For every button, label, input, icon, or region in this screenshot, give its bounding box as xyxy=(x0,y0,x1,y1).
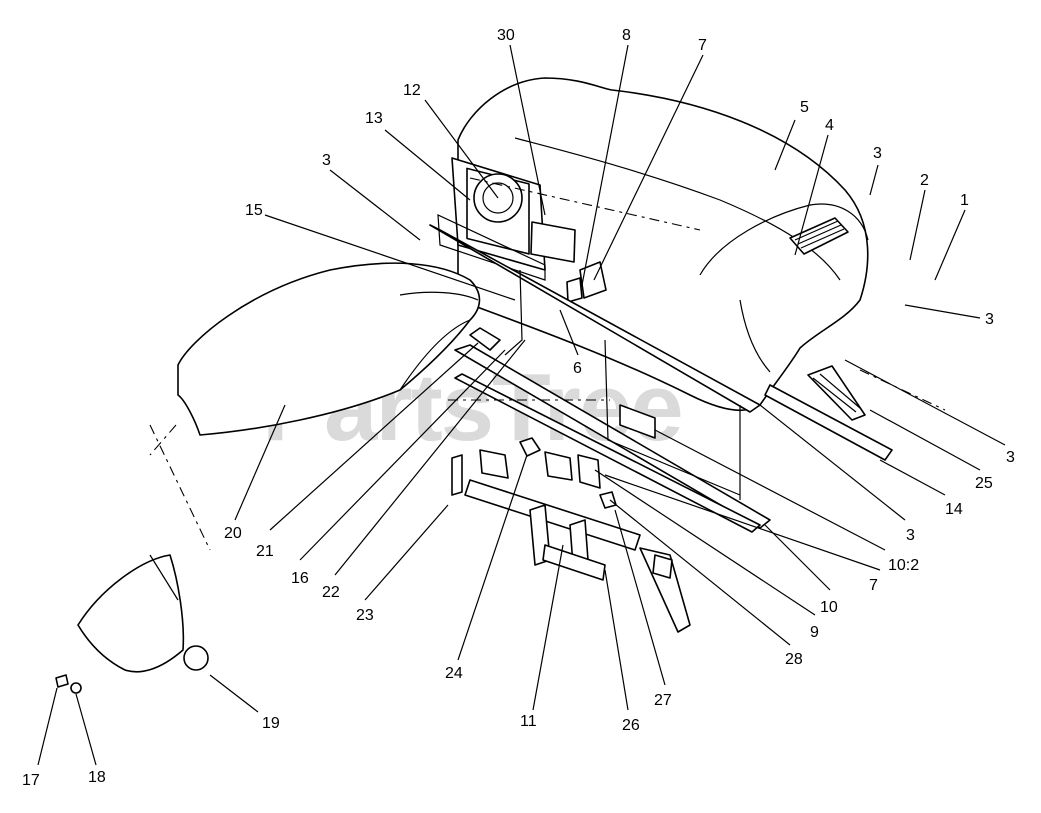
callout-15: 15 xyxy=(245,202,263,219)
callout-17: 17 xyxy=(22,772,40,789)
callout-27: 27 xyxy=(654,692,672,709)
dash-panel xyxy=(437,157,576,281)
grip-24 xyxy=(519,437,541,457)
callout-26: 26 xyxy=(622,717,640,734)
front-grille xyxy=(807,365,866,421)
callout-11: 11 xyxy=(520,713,537,730)
callout-10: 10 xyxy=(820,599,838,616)
callout-3: 3 xyxy=(873,145,882,162)
callout-7: 7 xyxy=(698,37,707,54)
callout-3: 3 xyxy=(985,311,994,328)
callout-1: 1 xyxy=(960,192,969,209)
callout-labels: 30 8 7 12 5 13 4 3 3 2 1 15 3 6 3 25 14 … xyxy=(22,27,1015,789)
hood-shroud xyxy=(457,77,869,421)
hood-vent-grille xyxy=(789,217,849,255)
rail-14 xyxy=(764,384,893,461)
callout-9: 9 xyxy=(810,624,819,641)
grip-21 xyxy=(469,327,501,351)
callout-19: 19 xyxy=(262,715,280,732)
callout-25: 25 xyxy=(975,475,993,492)
decal-30 xyxy=(530,221,576,263)
hinge-brackets xyxy=(451,449,617,509)
bracket-8 xyxy=(566,277,583,303)
callout-20: 20 xyxy=(224,525,242,542)
shaft-26 xyxy=(542,544,606,581)
callout-24: 24 xyxy=(445,665,463,682)
callout-16: 16 xyxy=(291,570,309,587)
leader-lines xyxy=(37,44,1006,766)
bolt-28 xyxy=(599,491,617,509)
chute-assembly xyxy=(55,554,209,694)
callout-22: 22 xyxy=(322,584,340,601)
callout-21: 21 xyxy=(256,543,274,560)
callout-4: 4 xyxy=(825,117,834,134)
frame-rails xyxy=(429,224,893,533)
construction-lines xyxy=(149,177,946,551)
callout-14: 14 xyxy=(945,501,963,518)
callout-28: 28 xyxy=(785,651,803,668)
callout-3: 3 xyxy=(906,527,915,544)
pedal-27 xyxy=(639,547,691,633)
callout-13: 13 xyxy=(365,110,383,127)
callout-23: 23 xyxy=(356,607,374,624)
callout-3: 3 xyxy=(1006,449,1015,466)
callout-5: 5 xyxy=(800,99,809,116)
callout-8: 8 xyxy=(622,27,631,44)
callout-10-2: 10:2 xyxy=(888,557,919,574)
knob-19 xyxy=(183,645,209,671)
callout-6: 6 xyxy=(573,360,582,377)
rod-15 xyxy=(504,269,523,356)
fender-20 xyxy=(177,262,481,436)
bracket-9 xyxy=(577,454,601,489)
callout-18: 18 xyxy=(88,769,106,786)
callout-7: 7 xyxy=(869,577,878,594)
washer-17 xyxy=(55,674,69,688)
spring-23 xyxy=(451,454,463,496)
decal-10-2 xyxy=(619,404,656,439)
pedal-assembly xyxy=(464,479,691,633)
nut-18 xyxy=(70,682,82,694)
bracket-7 xyxy=(579,261,607,299)
callout-3: 3 xyxy=(322,152,331,169)
callout-12: 12 xyxy=(403,82,421,99)
callout-2: 2 xyxy=(920,172,929,189)
callout-30: 30 xyxy=(497,27,515,44)
